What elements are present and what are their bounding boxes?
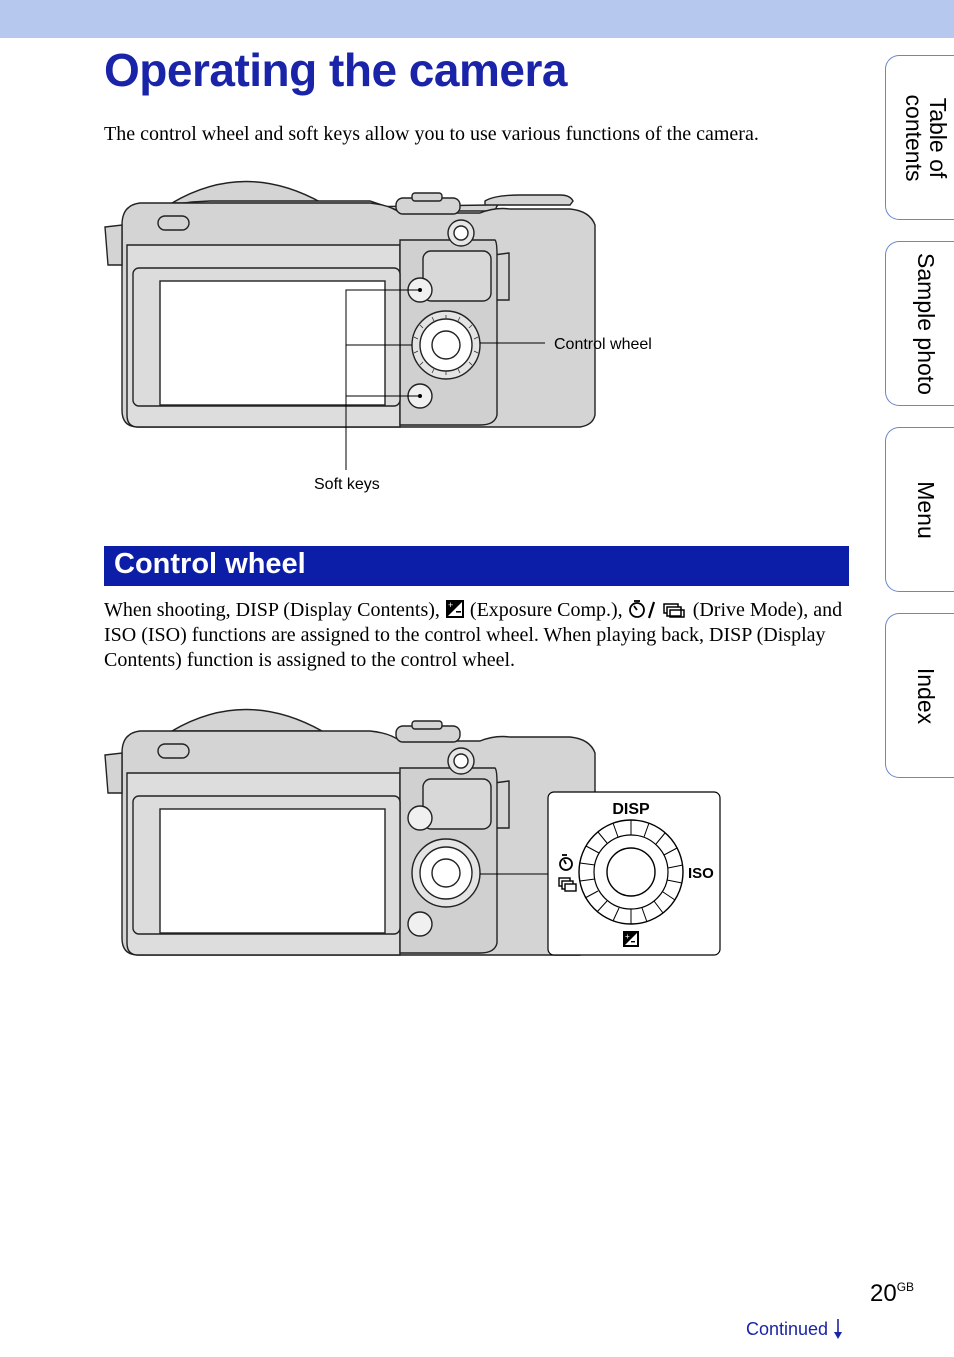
lens-arc <box>169 180 325 204</box>
section-header-bar: Control wheel <box>104 546 849 586</box>
page-number-suffix: GB <box>896 1280 915 1294</box>
rear-button <box>422 250 492 302</box>
continued-link[interactable]: Continued <box>746 1318 843 1340</box>
wheel-detail-center <box>606 847 656 897</box>
desc-part-1: When shooting, DISP (Display Contents), <box>104 599 445 621</box>
control-wheel-center <box>431 330 461 360</box>
page-number-value: 20 <box>870 1280 897 1307</box>
tab-table-of-contents[interactable]: Table of contents <box>885 55 954 220</box>
flash-button <box>157 215 190 231</box>
tab-table-of-contents-label[interactable]: Table of contents <box>900 94 951 181</box>
wheel-detail-self-timer-icon <box>559 854 573 871</box>
tab-sample-photo[interactable]: Sample photo <box>885 241 954 406</box>
desc-part-3: (Drive Mode), and ISO (ISO) functions ar… <box>104 599 843 671</box>
tab-menu[interactable]: Menu <box>885 427 954 592</box>
control-wheel-figure: DISP ISO + <box>104 708 721 956</box>
continued-label: Continued <box>746 1319 829 1339</box>
exposure-comp-icon: + <box>445 600 464 618</box>
arrow-down-icon <box>834 1319 843 1339</box>
tab-index[interactable]: Index <box>885 613 954 778</box>
camera-back-figure: Control wheel Soft keys <box>104 180 652 493</box>
section-title: Control wheel <box>114 548 306 580</box>
drive-mode-icon <box>628 600 685 619</box>
tab-menu-label[interactable]: Menu <box>912 480 939 539</box>
lcd-screen <box>159 280 386 406</box>
soft-key-leader-top <box>345 289 420 470</box>
control-wheel-description: When shooting, DISP (Display Contents), … <box>104 598 849 673</box>
control-wheel-callout: Control wheel <box>554 336 652 353</box>
disp-label: DISP <box>612 801 650 818</box>
top-band <box>0 0 954 38</box>
soft-keys-callout: Soft keys <box>314 476 380 493</box>
intro-paragraph: The control wheel and soft keys allow yo… <box>104 123 759 145</box>
svg-text:+: + <box>448 600 453 610</box>
page-title: Operating the camera <box>104 44 567 96</box>
tab-sample-photo-label[interactable]: Sample photo <box>912 252 939 395</box>
iso-label: ISO <box>688 865 714 882</box>
svg-text:+: + <box>625 932 630 941</box>
tab-index-label[interactable]: Index <box>912 667 939 724</box>
desc-part-2: (Exposure Comp.), <box>469 599 628 621</box>
wheel-detail-continuous-icon <box>558 877 577 892</box>
page-number: 20GB <box>870 1280 914 1308</box>
wheel-detail-exposure-icon: + <box>623 931 639 947</box>
